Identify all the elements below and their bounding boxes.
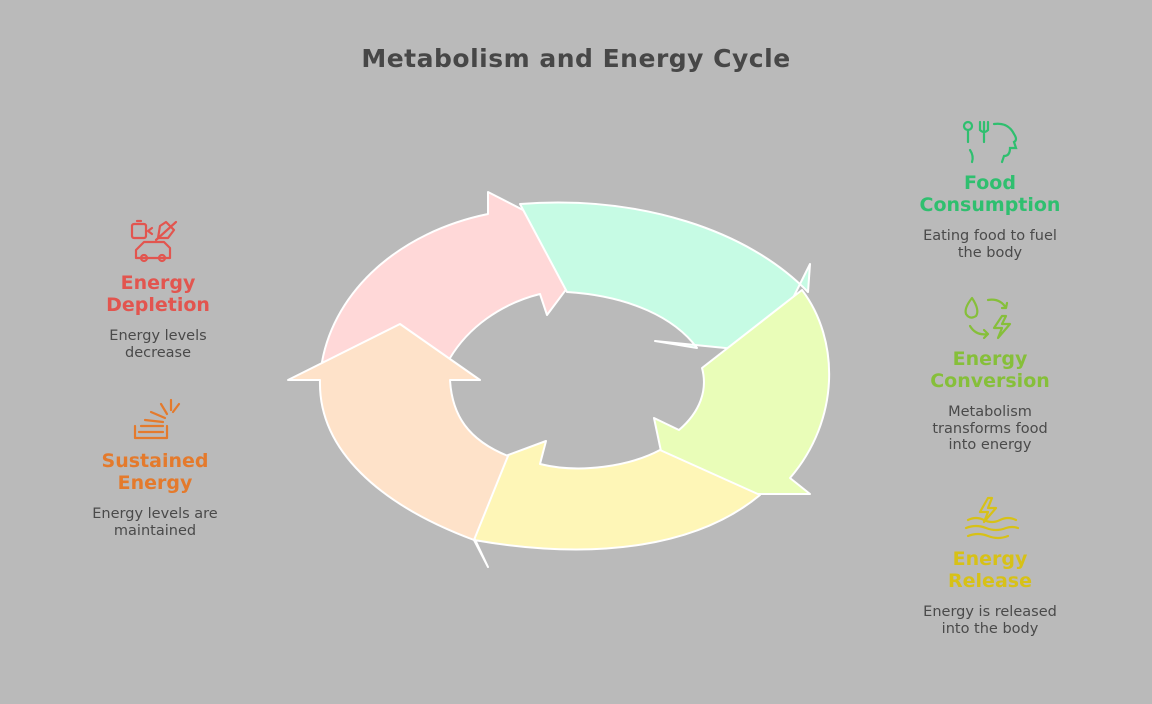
recycle-energy-icon <box>964 296 1012 340</box>
battery-car-icon <box>130 219 178 263</box>
energy-release-icon <box>964 496 1020 540</box>
sustained-energy-icon <box>133 398 181 440</box>
segment-food-consumption <box>519 201 811 353</box>
food-head-icon <box>962 120 1018 164</box>
segment-energy-conversion <box>653 289 831 495</box>
diagram-title: Metabolism and Energy Cycle <box>361 44 791 73</box>
segment-sustained-energy <box>287 323 509 541</box>
segment-energy-depletion <box>321 191 598 363</box>
